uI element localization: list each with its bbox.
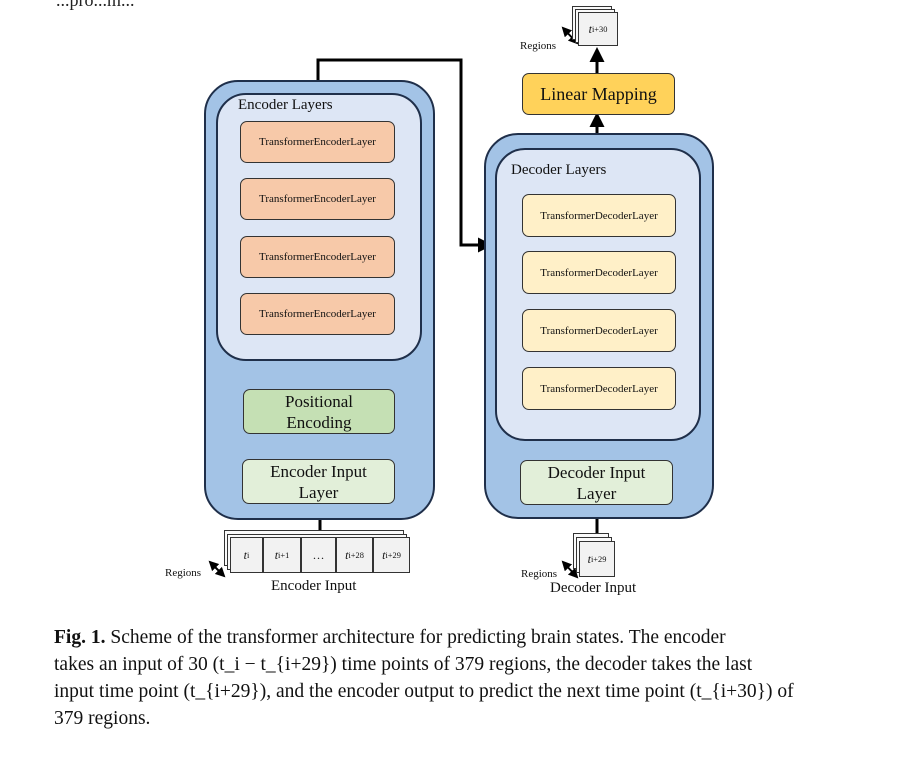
encoder-input-layer-line2: Layer bbox=[298, 482, 339, 502]
encoder-input-layer-box: Encoder Input Layer bbox=[242, 459, 395, 504]
caption-label: Fig. 1. bbox=[54, 627, 106, 648]
positional-encoding-line2: Encoding bbox=[286, 412, 352, 432]
encoder-layer-1: TransformerEncoderLayer bbox=[240, 121, 395, 163]
encoder-input-layer-line1: Encoder Input bbox=[270, 461, 367, 481]
enc-regions-arrow bbox=[208, 560, 226, 578]
dec-regions-arrow bbox=[561, 560, 579, 579]
decoder-layer-1: TransformerDecoderLayer bbox=[522, 194, 676, 237]
out-regions-arrow bbox=[561, 26, 579, 45]
encoder-layers-label: Encoder Layers bbox=[238, 97, 333, 113]
encoder-layer-3: TransformerEncoderLayer bbox=[240, 236, 395, 278]
connector-arrows bbox=[208, 26, 605, 579]
encoder-regions-label: Regions bbox=[165, 567, 202, 579]
encoder-input-label: Encoder Input bbox=[271, 578, 357, 594]
decoder-input-layer-line2: Layer bbox=[576, 483, 617, 503]
linear-mapping-box: Linear Mapping bbox=[522, 73, 675, 115]
caption-line-4: 379 regions. bbox=[54, 708, 151, 729]
decoder-input-label: Decoder Input bbox=[550, 580, 637, 596]
decoder-layer-2: TransformerDecoderLayer bbox=[522, 251, 676, 294]
encoder-layer-4: TransformerEncoderLayer bbox=[240, 293, 395, 335]
decoder-input-layer-line1: Decoder Input bbox=[547, 462, 646, 482]
encoder-to-decoder-connector bbox=[316, 58, 493, 253]
positional-encoding-box: Positional Encoding bbox=[243, 389, 395, 434]
top-cutoff-text: ...pro...m... bbox=[56, 0, 135, 10]
decoder-layer-4: TransformerDecoderLayer bbox=[522, 367, 676, 410]
decoder-regions-label: Regions bbox=[521, 568, 558, 580]
positional-encoding-line1: Positional bbox=[284, 391, 353, 411]
caption-line-1: Fig. 1. Scheme of the transformer archit… bbox=[54, 627, 726, 648]
figure-caption: Fig. 1. Scheme of the transformer archit… bbox=[54, 624, 874, 732]
decoder-layer-3: TransformerDecoderLayer bbox=[522, 309, 676, 352]
encoder-layer-2: TransformerEncoderLayer bbox=[240, 178, 395, 220]
decoder-input-layer-box: Decoder Input Layer bbox=[520, 460, 673, 505]
encoder-input-cell-ellipsis: … bbox=[301, 537, 336, 573]
output-regions-label: Regions bbox=[520, 40, 557, 52]
decoder-layers-label: Decoder Layers bbox=[511, 162, 607, 178]
caption-line-2: takes an input of 30 (t_i − t_{i+29}) ti… bbox=[54, 654, 753, 675]
caption-line-3: input time point (t_{i+29}), and the enc… bbox=[54, 681, 794, 702]
